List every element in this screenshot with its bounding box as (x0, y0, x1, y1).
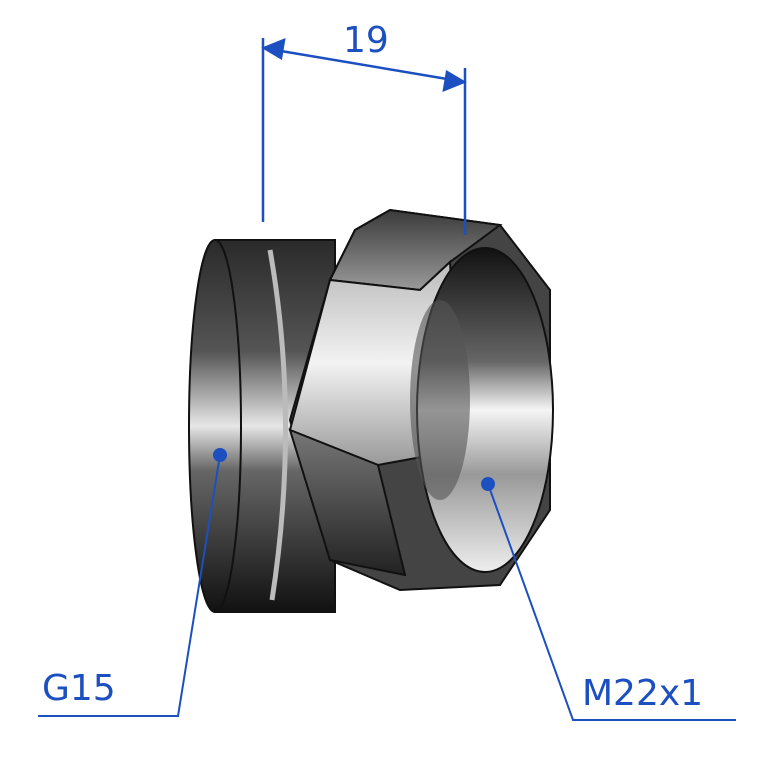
arrowhead-left-icon (261, 38, 286, 60)
label-m22x1: M22x1 (582, 673, 703, 714)
left-cylinder (188, 239, 336, 613)
leader-g15 (38, 448, 227, 717)
hex-nut (288, 208, 554, 592)
dimension-value: 19 (343, 20, 389, 61)
leader-m22x1 (481, 477, 736, 721)
dimension-19 (261, 38, 467, 235)
label-g15: G15 (42, 668, 116, 709)
arrowhead-right-icon (442, 70, 467, 92)
